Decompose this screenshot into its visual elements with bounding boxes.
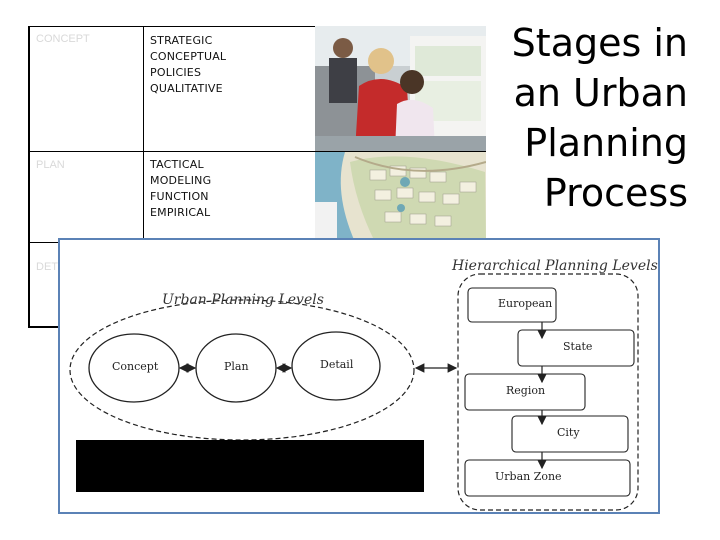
- photo-workshop: [315, 26, 486, 151]
- title-line: Process: [543, 171, 688, 215]
- stage-detail-label: DET: [36, 261, 58, 273]
- level-box-european: [467, 287, 557, 323]
- site-plan-map: [315, 152, 486, 242]
- title-line: an Urban: [513, 71, 688, 115]
- page-title: Stages in an Urban Planning Process: [488, 18, 688, 218]
- detail-label: Detail: [320, 358, 354, 371]
- stage-concept-label: CONCEPT: [36, 33, 90, 45]
- level-region: Region: [506, 384, 546, 397]
- descriptor: STRATEGIC: [150, 34, 213, 47]
- descriptor: CONCEPTUAL: [150, 50, 227, 63]
- level-box-region: [464, 373, 586, 411]
- title-line: Stages in: [511, 21, 688, 65]
- plan-descriptors: TACTICAL MODELING FUNCTION EMPIRICAL: [150, 157, 211, 221]
- concept-label: Concept: [112, 360, 159, 373]
- diagram-panel: Urban Planning Levels Concept Plan Detai…: [58, 238, 660, 514]
- table-row-divider-1: [28, 151, 486, 152]
- outer-dashed-ellipse: [69, 299, 415, 441]
- level-european: European: [498, 297, 553, 310]
- level-urban-zone: Urban Zone: [495, 470, 562, 483]
- descriptor: TACTICAL: [150, 158, 204, 171]
- stage-plan-label: PLAN: [36, 159, 65, 171]
- left-diagram-title: Urban Planning Levels: [162, 292, 324, 308]
- level-state: State: [563, 340, 593, 353]
- descriptor: FUNCTION: [150, 190, 209, 203]
- level-box-state: [517, 329, 635, 367]
- redaction-box: [76, 440, 424, 492]
- table-top-border: [28, 26, 486, 27]
- hierarchy-dashed-frame: [457, 273, 639, 511]
- title-line: Planning: [524, 121, 688, 165]
- right-diagram-title: Hierarchical Planning Levels: [452, 258, 658, 274]
- descriptor: QUALITATIVE: [150, 82, 223, 95]
- level-city: City: [557, 426, 580, 439]
- level-box-urban-zone: [464, 459, 631, 497]
- descriptor: POLICIES: [150, 66, 202, 79]
- plan-label: Plan: [224, 360, 249, 373]
- descriptor: MODELING: [150, 174, 212, 187]
- descriptor: EMPIRICAL: [150, 206, 211, 219]
- concept-descriptors: STRATEGIC CONCEPTUAL POLICIES QUALITATIV…: [150, 33, 226, 97]
- table-column-divider: [143, 26, 144, 326]
